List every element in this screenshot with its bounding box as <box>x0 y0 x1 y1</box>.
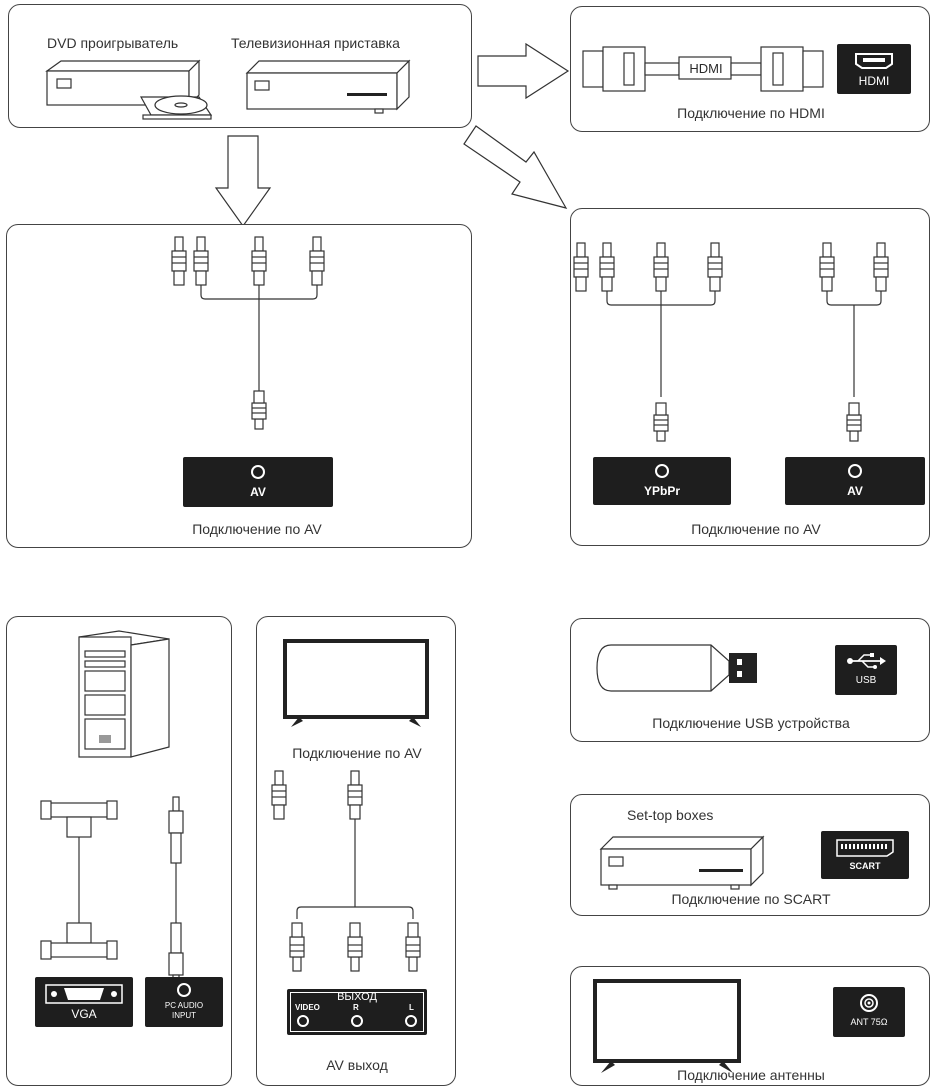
video-jack-icon <box>297 1015 309 1027</box>
set-top-box-icon <box>599 835 765 890</box>
usb-stick-icon <box>596 644 757 692</box>
tv-icon <box>283 639 429 727</box>
av-port-panel-left: AV <box>183 457 333 507</box>
pc-audio-jack-icon <box>177 983 191 997</box>
pc-audio-label-2: INPUT <box>172 1011 196 1020</box>
av-output-port-panel: ВЫХОД VIDEO R L <box>287 989 427 1035</box>
usb-port-label: USB <box>855 675 877 686</box>
arrow-icon <box>477 42 570 100</box>
scart-caption: Подключение по SCART <box>671 891 831 907</box>
ypbpr-jack-icon <box>655 464 669 478</box>
scart-connection-box: Set-top boxes SCART Подключение по SCART <box>570 794 930 916</box>
vga-port-label: VGA <box>71 1007 97 1021</box>
vga-plug-icon <box>40 800 118 960</box>
av-port-panel-right: AV <box>785 457 925 505</box>
l-jack-label: L <box>409 1003 414 1012</box>
set-top-box-label: Телевизионная приставка <box>231 35 400 51</box>
av-output-box: Подключение по AV ВЫХОД VIDEO R L AV вых… <box>256 616 456 1086</box>
pc-tower-icon <box>78 630 170 758</box>
dvd-player-label: DVD проигрыватель <box>47 35 179 51</box>
hdmi-port-label: HDMI <box>858 74 890 88</box>
antenna-port-panel: ANT 75Ω <box>833 987 905 1037</box>
audio-plug-icon <box>168 796 184 990</box>
scart-port-icon <box>836 839 894 857</box>
arrow-icon <box>214 135 272 228</box>
hdmi-port-panel: HDMI <box>837 44 911 94</box>
usb-symbol-icon <box>847 653 886 669</box>
ypbpr-port-label: YPbPr <box>643 484 680 498</box>
pc-connection-box: VGA PC AUDIO INPUT <box>6 616 232 1086</box>
vga-port-panel: VGA <box>35 977 133 1027</box>
hdmi-caption: Подключение по HDMI <box>677 105 825 121</box>
antenna-caption: Подключение антенны <box>677 1067 825 1083</box>
usb-caption: Подключение USB устройства <box>652 715 850 731</box>
antenna-port-label: ANT 75Ω <box>850 1017 888 1027</box>
l-jack-icon <box>405 1015 417 1027</box>
av-output-panel-title: ВЫХОД <box>337 991 377 1003</box>
scart-title: Set-top boxes <box>627 807 714 823</box>
scart-port-panel: SCART <box>821 831 909 879</box>
pc-audio-label-1: PC AUDIO <box>164 1001 204 1010</box>
dvd-player-icon <box>45 59 213 120</box>
hdmi-cable-label: HDMI <box>689 61 723 76</box>
scart-port-label: SCART <box>849 861 881 871</box>
av-connection-box-right: YPbPr AV Подключение по AV <box>570 208 930 546</box>
av-jack-icon <box>251 465 265 479</box>
av-cable-icon <box>819 242 889 442</box>
av-caption-right: Подключение по AV <box>691 521 821 537</box>
antenna-connection-box: ANT 75Ω Подключение антенны <box>570 966 930 1086</box>
usb-port-panel: USB <box>835 645 897 695</box>
av-port-label-left: AV <box>250 485 266 499</box>
set-top-box-icon <box>245 59 411 114</box>
r-jack-icon <box>351 1015 363 1027</box>
tv-icon <box>593 979 741 1073</box>
video-jack-label: VIDEO <box>295 1003 320 1012</box>
antenna-port-icon <box>860 994 878 1012</box>
ypbpr-cable-icon <box>573 242 723 442</box>
av-output-top-caption: Подключение по AV <box>292 745 422 761</box>
r-jack-label: R <box>353 1003 359 1012</box>
av-port-label-right: AV <box>847 484 863 498</box>
source-devices-box: DVD проигрыватель Телевизионная приставк… <box>8 4 472 128</box>
hdmi-port-icon <box>855 53 893 69</box>
hdmi-cable-icon <box>582 46 824 92</box>
ypbpr-port-panel: YPbPr <box>593 457 731 505</box>
arrow-icon <box>463 125 568 209</box>
usb-connection-box: USB Подключение USB устройства <box>570 618 930 742</box>
pc-audio-port-panel: PC AUDIO INPUT <box>145 977 223 1027</box>
rca-cable-icon <box>171 236 325 430</box>
hdmi-connection-box: HDMI HDMI Подключение по HDMI <box>570 6 930 132</box>
vga-port-icon <box>45 984 123 1004</box>
av-caption-left: Подключение по AV <box>192 521 322 537</box>
rca-cable-out-icon <box>271 770 421 972</box>
av-connection-box-left: AV Подключение по AV <box>6 224 472 548</box>
av-jack-icon <box>848 464 862 478</box>
av-output-caption: AV выход <box>326 1057 388 1073</box>
